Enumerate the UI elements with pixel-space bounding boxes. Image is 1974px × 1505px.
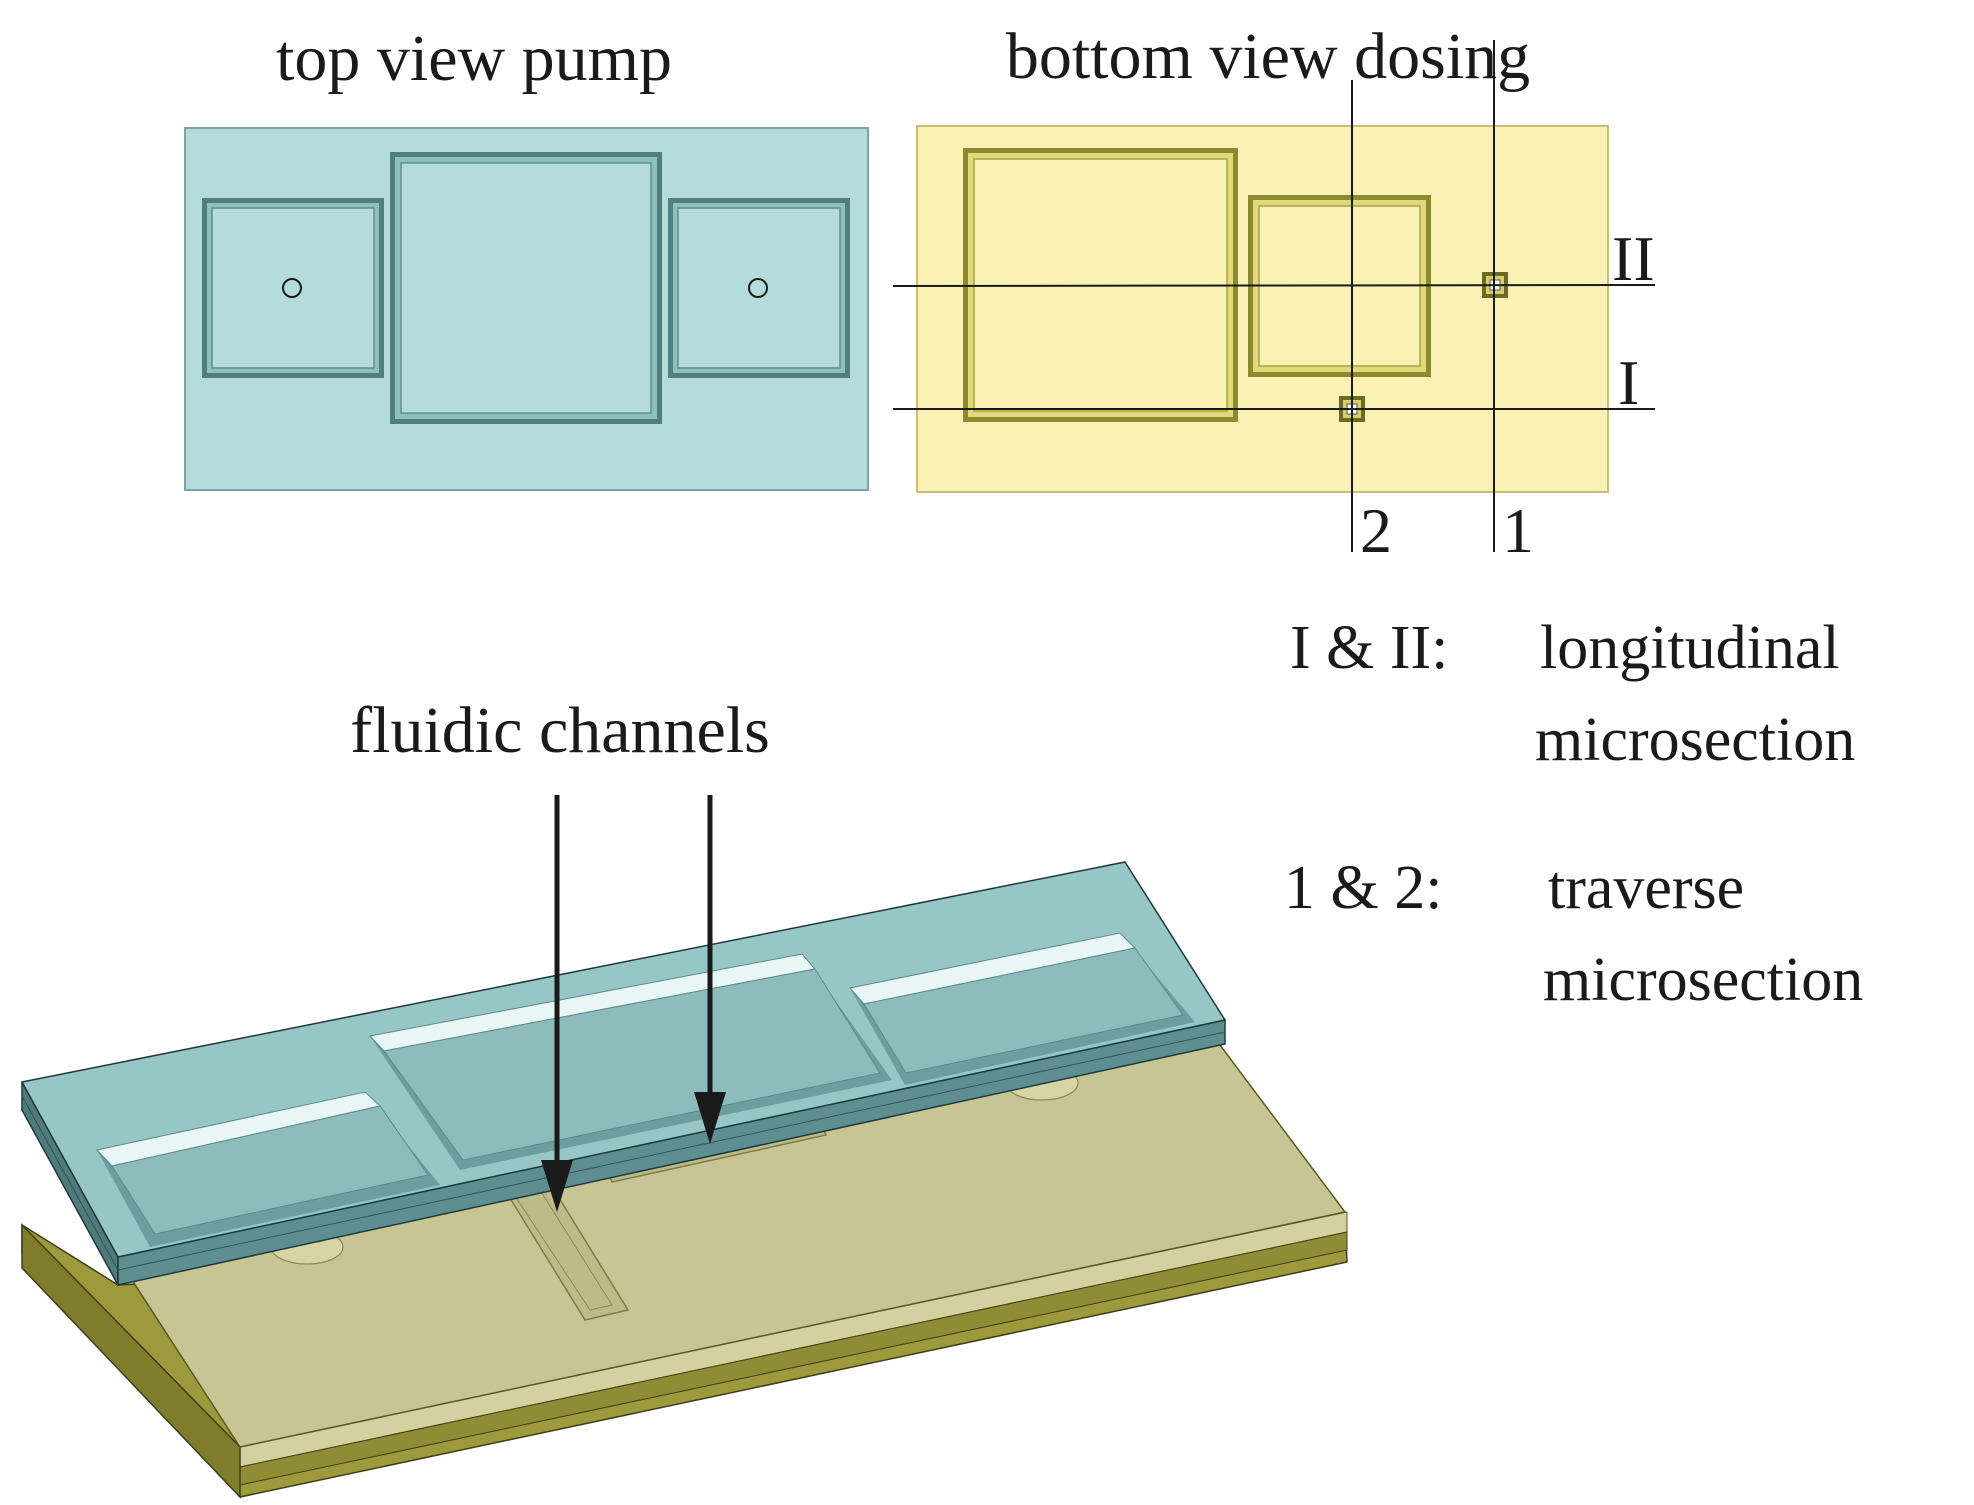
label-1: 1 [1502, 495, 1534, 566]
label-2: 2 [1360, 495, 1392, 566]
legend-longitudinal-key: I & II: [1290, 614, 1448, 682]
isometric-assembly: fluidic channels [20, 694, 1348, 1499]
legend-traverse-line2: microsection [1543, 946, 1863, 1014]
pump-chip-3d [20, 861, 1227, 1286]
pump-right-chamber [668, 198, 850, 378]
legend-traverse-line1: traverse [1548, 854, 1744, 922]
arrow-channel-2 [694, 795, 726, 1144]
right-port-hole [748, 278, 768, 298]
left-port-hole [282, 278, 302, 298]
pump-3d-center-chamber [369, 953, 892, 1170]
pump-left-chamber [202, 198, 384, 378]
arrow-channel-1 [541, 795, 573, 1212]
pump-center-chamber [390, 152, 662, 424]
pump-3d-left-chamber [96, 1091, 440, 1247]
fluidic-channels-label: fluidic channels [350, 694, 770, 767]
label-II: II [1612, 223, 1655, 294]
pump-3d-right-chamber [849, 932, 1195, 1085]
legend-longitudinal-line1: longitudinal [1540, 614, 1840, 682]
bottom-view-dosing: bottom view dosing [892, 20, 1656, 566]
label-I: I [1618, 347, 1639, 418]
top-view-title: top view pump [276, 22, 672, 95]
top-view-pump: top view pump [184, 22, 869, 491]
bottom-view-title: bottom view dosing [1006, 20, 1530, 93]
legend: I & II: longitudinal microsection 1 & 2:… [1284, 614, 1863, 1014]
section-line-II [892, 284, 1656, 287]
legend-longitudinal-line2: microsection [1535, 706, 1855, 774]
legend-traverse-key: 1 & 2: [1284, 854, 1442, 922]
